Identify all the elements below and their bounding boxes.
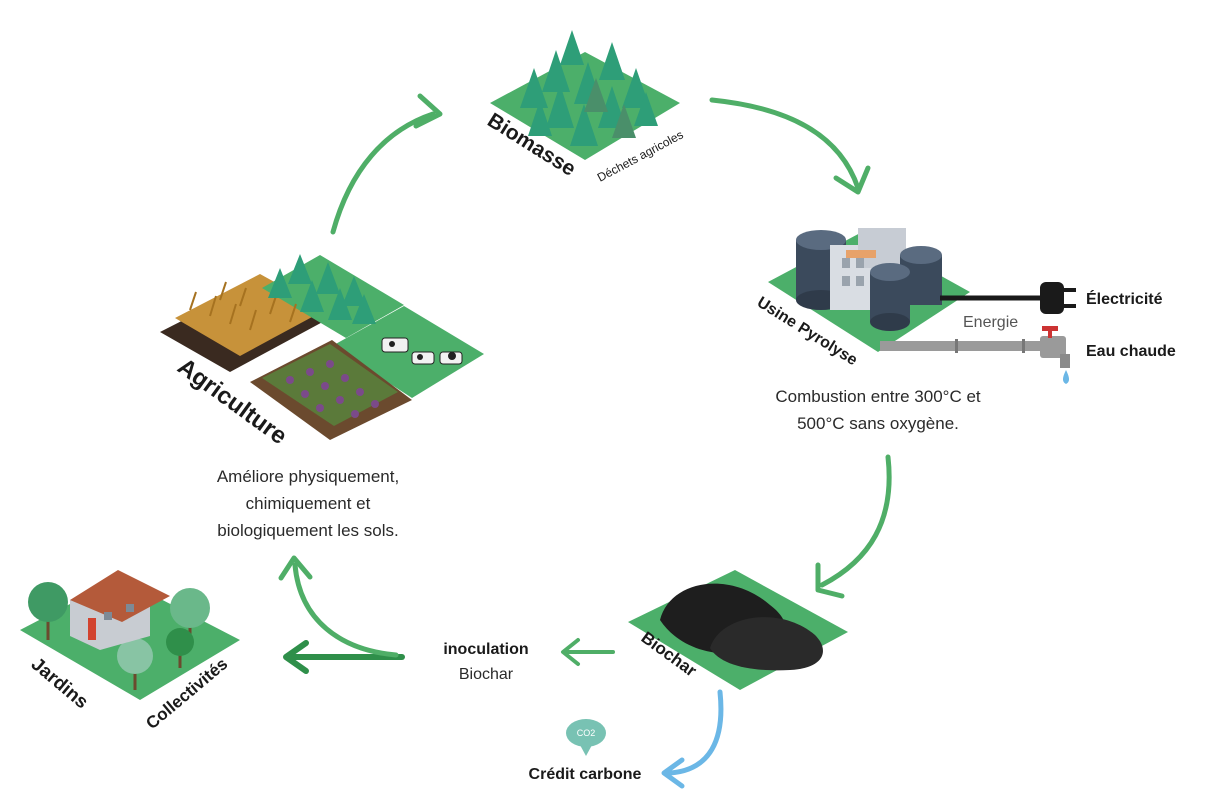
arrowhead-inoculation	[561, 638, 580, 666]
arrowhead-jardins	[283, 640, 309, 674]
farm-tile-icon	[160, 254, 484, 440]
arrowhead-usine	[833, 165, 871, 195]
credit-carbone-label: Crédit carbone	[529, 766, 642, 783]
house-icon	[20, 570, 240, 700]
biochar-pile-icon	[628, 570, 848, 690]
arrowhead-biochar	[815, 562, 845, 599]
arrow-agriculture-to-biomasse	[330, 111, 436, 235]
cycle-arrows	[278, 93, 892, 789]
arrowhead-biomasse	[413, 93, 443, 129]
co2-bubble-text: CO2	[577, 728, 596, 738]
inoculation-line2: Biochar	[459, 666, 514, 683]
usine-caption-line1: Combustion entre 300°C et	[775, 387, 981, 406]
arrow-inoculation-to-agriculture	[292, 562, 399, 658]
forest-tile-icon	[490, 30, 680, 160]
co2-bubble-icon	[566, 719, 606, 756]
inoculation-line1: inoculation	[443, 641, 528, 658]
hot-water-label: Eau chaude	[1086, 343, 1176, 360]
usine-caption-line2: 500°C sans oxygène.	[797, 414, 959, 433]
agriculture-caption-line2: chimiquement et	[246, 494, 371, 513]
agriculture-caption-line3: biologiquement les sols.	[217, 521, 398, 540]
energy-label: Energie	[963, 314, 1018, 331]
arrow-biomasse-to-usine	[709, 97, 861, 191]
arrow-usine-to-biochar	[819, 454, 892, 588]
agriculture-caption-line1: Améliore physiquement,	[217, 467, 399, 486]
arrow-biochar-to-credit	[667, 689, 724, 776]
arrowhead-credit	[661, 757, 685, 789]
arrowhead-agriculture	[278, 555, 313, 581]
power-plug-icon	[940, 282, 1076, 314]
water-tap-icon	[880, 326, 1070, 384]
pyrolysis-plant-icon	[768, 228, 970, 352]
electricity-label: Électricité	[1086, 289, 1163, 308]
